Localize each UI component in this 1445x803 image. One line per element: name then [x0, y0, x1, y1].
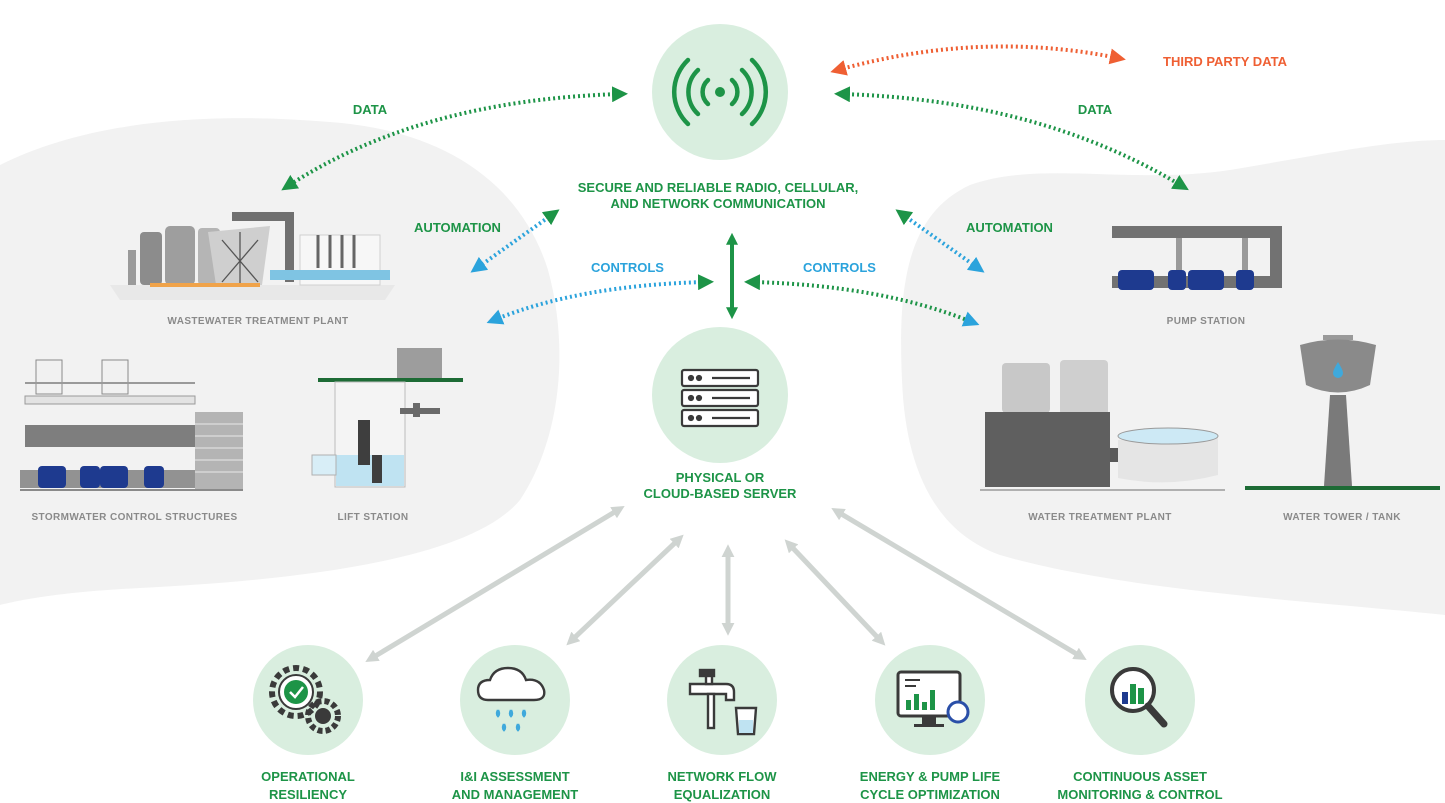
communication-label-line2: AND NETWORK COMMUNICATION [610, 196, 826, 212]
automation-arrow-left [470, 209, 560, 273]
water-treatment-plant-illustration [980, 360, 1225, 491]
feature-label-energy-pump: ENERGY & PUMP LIFE CYCLE OPTIMIZATION [830, 768, 1030, 803]
automation-label-left: AUTOMATION [414, 220, 501, 235]
feature-label-continuous-asset: CONTINUOUS ASSET MONITORING & CONTROL [1040, 768, 1240, 803]
water-tower-illustration [1245, 335, 1440, 490]
feature-4-line1: ENERGY & PUMP LIFE [859, 769, 1001, 784]
feature-label-network-flow: NETWORK FLOW EQUALIZATION [632, 768, 812, 803]
data-arrow-left [281, 86, 628, 191]
controls-arrow-right [744, 274, 980, 327]
feature-3-line2: EQUALIZATION [673, 786, 771, 802]
feature-1-line1: OPERATIONAL [261, 769, 355, 784]
wastewater-plant-label: WASTEWATER TREATMENT PLANT [167, 316, 349, 327]
stormwater-structures-illustration [20, 359, 243, 491]
faucet-icon [688, 668, 758, 736]
feature-arrow-5 [831, 508, 1087, 660]
feature-4-line2: CYCLE OPTIMIZATION [860, 786, 1000, 802]
data-label-left: DATA [352, 102, 388, 117]
controls-label-right: CONTROLS [803, 260, 876, 275]
feature-label-operational-resiliency: OPERATIONAL RESILIENCY [228, 768, 388, 803]
right-background-region [901, 140, 1445, 615]
rain-cloud-icon [476, 666, 546, 732]
water-treatment-plant-label: WATER TREATMENT PLANT [1028, 512, 1172, 523]
pump-station-illustration [1112, 226, 1282, 290]
monitor-chart-icon [896, 670, 970, 727]
pump-station-label: PUMP STATION [1166, 316, 1246, 327]
third-party-arrow [830, 44, 1126, 76]
controls-arrow-left [486, 274, 714, 325]
water-tower-label: WATER TOWER / TANK [1283, 512, 1401, 523]
communication-label-line1: SECURE AND RELIABLE RADIO, CELLULAR, [577, 180, 859, 195]
feature-label-ii-assessment: I&I ASSESSMENT AND MANAGEMENT [425, 768, 605, 803]
feature-circle-3 [667, 645, 777, 755]
lift-station-illustration [311, 348, 463, 488]
radio-signal-icon [672, 57, 768, 127]
gear-check-icon [269, 665, 341, 734]
automation-arrow-right [895, 209, 985, 273]
left-background-region [0, 118, 560, 605]
server-label-line1: PHYSICAL OR [675, 470, 765, 485]
feature-5-line2: MONITORING & CONTROL [1057, 786, 1223, 802]
feature-2-line1: I&I ASSESSMENT [460, 769, 570, 784]
server-label: PHYSICAL OR CLOUD-BASED SERVER [600, 470, 840, 503]
communication-label: SECURE AND RELIABLE RADIO, CELLULAR, AND… [538, 180, 898, 213]
server-icon [680, 368, 760, 428]
magnifier-chart-icon [1110, 667, 1168, 728]
feature-3-line1: NETWORK FLOW [667, 769, 777, 784]
third-party-data-label: THIRD PARTY DATA [1163, 54, 1287, 69]
feature-1-line2: RESILIENCY [268, 786, 347, 802]
feature-arrow-4 [784, 539, 886, 646]
feature-arrow-2 [566, 534, 684, 646]
automation-label-right: AUTOMATION [966, 220, 1053, 235]
stormwater-structures-label: STORMWATER CONTROL STRUCTURES [31, 512, 238, 523]
feature-5-line1: CONTINUOUS ASSET [1073, 769, 1207, 784]
feature-2-line2: AND MANAGEMENT [451, 786, 579, 802]
data-label-right: DATA [1077, 102, 1113, 117]
wastewater-plant-illustration [110, 212, 395, 300]
lift-station-label: LIFT STATION [337, 512, 409, 523]
server-label-line2: CLOUD-BASED SERVER [643, 486, 797, 502]
controls-label-left: CONTROLS [591, 260, 664, 275]
data-arrow-right [834, 86, 1189, 191]
